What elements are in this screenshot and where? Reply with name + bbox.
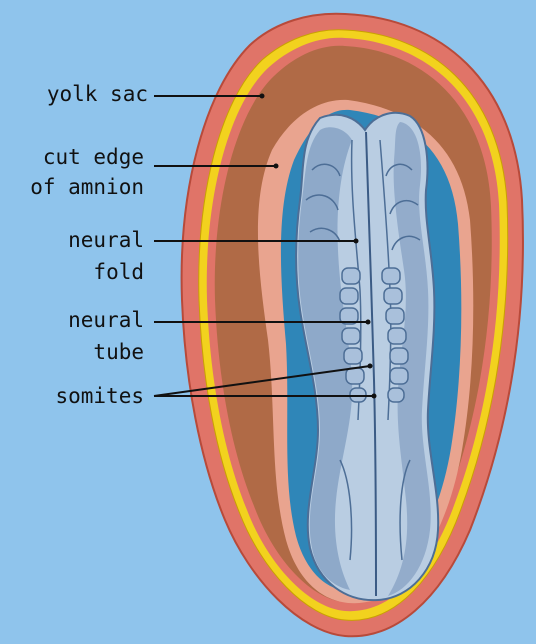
somite xyxy=(382,268,400,284)
somite xyxy=(384,288,402,304)
somite xyxy=(388,328,406,344)
leader-dot xyxy=(260,94,265,99)
label-somites: somites xyxy=(55,382,144,410)
label-neural-fold-line2: fold xyxy=(93,258,144,286)
somite xyxy=(390,348,408,364)
label-yolk-sac: yolk sac xyxy=(47,80,148,108)
leader-dot xyxy=(366,320,371,325)
somite xyxy=(388,388,404,402)
somite xyxy=(390,368,408,384)
label-cut-edge-line2: of amnion xyxy=(30,173,144,201)
label-neural-tube-line1: neural xyxy=(68,306,144,334)
leader-dot xyxy=(274,164,279,169)
label-cut-edge-line1: cut edge xyxy=(43,143,144,171)
somite xyxy=(344,348,362,364)
somite xyxy=(340,288,358,304)
leader-dot xyxy=(368,364,373,369)
somite xyxy=(346,368,364,384)
label-neural-fold-line1: neural xyxy=(68,226,144,254)
leader-dot xyxy=(372,394,377,399)
leader-dot xyxy=(354,239,359,244)
label-neural-tube-line2: tube xyxy=(93,338,144,366)
somite xyxy=(342,268,360,284)
somite xyxy=(386,308,404,324)
somite xyxy=(342,328,360,344)
